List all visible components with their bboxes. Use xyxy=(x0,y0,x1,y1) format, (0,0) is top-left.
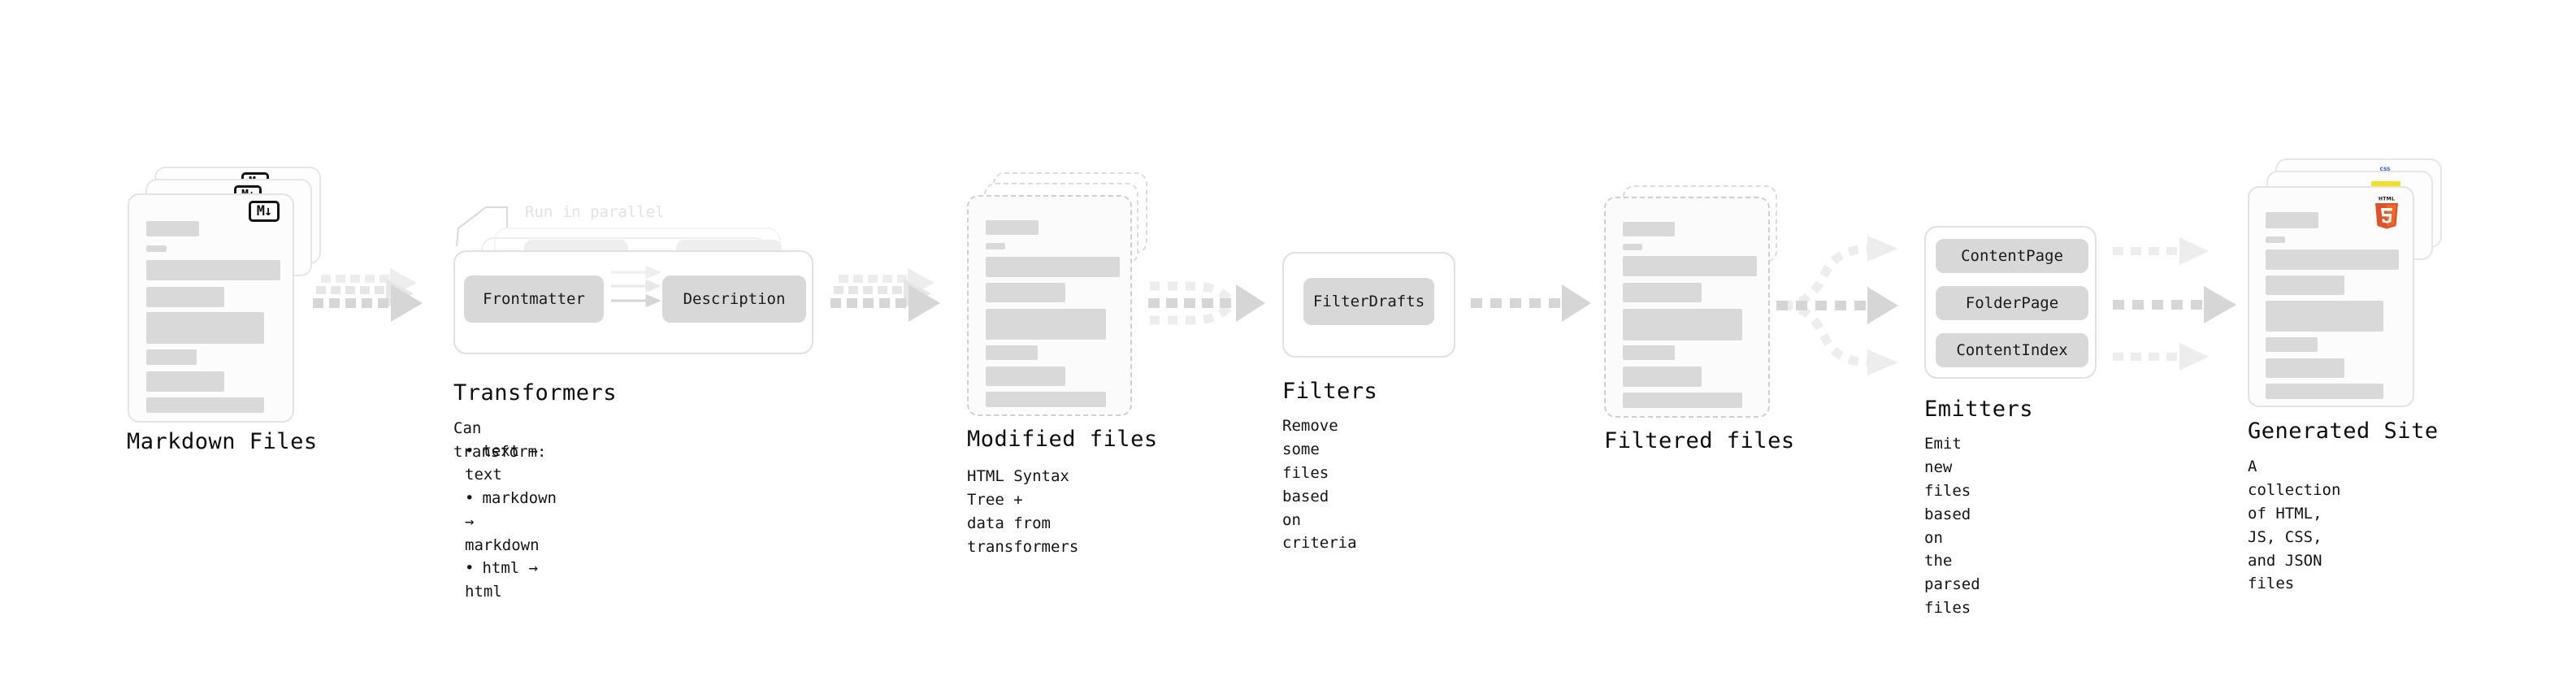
html5-badge: HTML xyxy=(2375,197,2398,229)
emitters-desc: Emit new files based on the parsed files xyxy=(1924,435,1980,618)
filters-desc: Remove some files based on criteria xyxy=(1282,417,1357,553)
card-bar xyxy=(2266,358,2344,378)
card-bar xyxy=(986,243,1005,249)
pill-folderpage[interactable]: FolderPage xyxy=(1936,286,2088,320)
conn-emitters-to-site xyxy=(2113,237,2236,371)
run-in-parallel-label: Run in parallel xyxy=(525,203,665,221)
stage-title-markdown-files: Markdown Files xyxy=(127,429,318,454)
markdown-file-card-front xyxy=(128,193,294,423)
stage-title-generated-site: Generated Site xyxy=(2248,419,2439,444)
svg-text:HTML: HTML xyxy=(2379,197,2395,202)
card-bar xyxy=(2266,337,2318,352)
filtered-file-card-front xyxy=(1604,197,1770,418)
transformers-bullet-list: text → text markdown → markdown html → h… xyxy=(465,440,557,604)
card-bar xyxy=(2266,212,2318,228)
card-bar xyxy=(986,392,1106,407)
card-bar xyxy=(986,367,1065,386)
conn-markdown-to-transformers xyxy=(313,268,423,322)
run-in-parallel-leader-line xyxy=(455,206,509,247)
filters-box: FilterDrafts xyxy=(1282,252,1455,358)
stage-title-transformers: Transformers xyxy=(453,380,618,406)
card-bar xyxy=(2266,275,2344,295)
generated-site-desc: A collection of HTML, JS, CSS, and JSON … xyxy=(2248,458,2341,593)
transformers-bullet: markdown → markdown xyxy=(465,487,557,557)
card-bar xyxy=(146,397,264,413)
card-bar xyxy=(986,283,1065,302)
card-bar xyxy=(2266,384,2383,399)
card-bar xyxy=(986,309,1106,340)
pill-description[interactable]: Description xyxy=(662,275,806,323)
transformer-inner-arrows xyxy=(611,265,661,308)
card-bar xyxy=(146,260,280,280)
stage-title-filters: Filters xyxy=(1282,379,1378,404)
card-bar xyxy=(1623,244,1642,250)
conn-filters-to-filtered xyxy=(1471,284,1591,322)
card-bar xyxy=(1623,222,1675,236)
transformers-box: Frontmatter Description xyxy=(453,250,813,354)
card-bar xyxy=(1623,345,1675,360)
stage-title-emitters: Emitters xyxy=(1924,397,2034,422)
transformers-bullet: text → text xyxy=(465,440,557,487)
card-bar xyxy=(986,220,1039,235)
pill-contentpage[interactable]: ContentPage xyxy=(1936,239,2088,273)
pill-filterdrafts[interactable]: FilterDrafts xyxy=(1303,278,1434,325)
card-bar xyxy=(146,287,224,307)
transformers-bullet: html → html xyxy=(465,557,557,604)
card-bar xyxy=(146,221,199,236)
pill-contentindex[interactable]: ContentIndex xyxy=(1936,333,2088,367)
card-bar xyxy=(986,345,1038,360)
card-bar xyxy=(2266,249,2399,270)
emitters-box: ContentPage FolderPage ContentIndex xyxy=(1924,226,2097,379)
card-bar xyxy=(2266,301,2383,332)
stage-title-filtered-files: Filtered files xyxy=(1604,428,1795,453)
card-bar xyxy=(1623,283,1702,302)
card-bar xyxy=(146,349,197,365)
card-bar xyxy=(1623,393,1742,408)
card-bar xyxy=(986,257,1120,277)
conn-transformers-to-modified xyxy=(830,268,940,322)
modified-file-card-front xyxy=(967,195,1132,416)
card-bar xyxy=(1623,367,1702,387)
pill-frontmatter[interactable]: Frontmatter xyxy=(464,275,604,323)
modified-files-desc: HTML Syntax Tree + data from transformer… xyxy=(967,467,1079,556)
markdown-badge: M↓ xyxy=(249,201,280,222)
card-bar xyxy=(2266,236,2285,243)
card-bar xyxy=(146,312,264,344)
stage-title-modified-files: Modified files xyxy=(967,427,1158,452)
card-bar xyxy=(1623,309,1742,340)
card-bar xyxy=(146,371,224,392)
conn-filtered-to-emitters xyxy=(1776,236,1898,375)
conn-modified-to-filters xyxy=(1148,281,1265,325)
card-bar xyxy=(1623,256,1757,276)
svg-text:CSS: CSS xyxy=(2380,167,2391,172)
card-bar xyxy=(146,245,167,252)
